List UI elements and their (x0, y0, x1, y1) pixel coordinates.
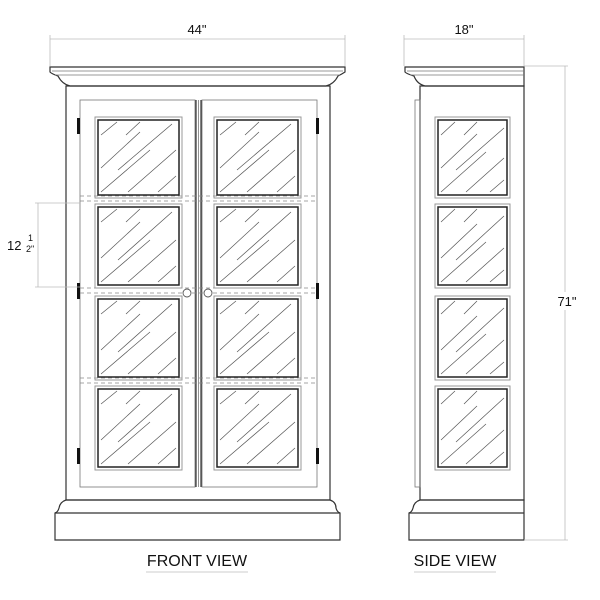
side-crown-molding (404, 66, 525, 87)
hinge-icon (316, 118, 319, 134)
depth-dimension: 18" (403, 22, 525, 66)
right-door-glass-panels (213, 116, 302, 471)
front-crown-molding (49, 66, 346, 87)
side-glass-panels (434, 116, 511, 471)
height-label: 71" (557, 294, 576, 309)
panel-height-frac-num: 1 (28, 233, 33, 243)
knob-icon (182, 288, 192, 298)
panel-height-frac-den: 2" (26, 244, 34, 254)
hinge-icon (77, 118, 80, 134)
knob-icon (203, 288, 213, 298)
left-door-glass-panels (94, 116, 183, 471)
depth-label: 18" (454, 22, 473, 37)
hinge-icon (77, 283, 80, 299)
width-dimension: 44" (49, 22, 346, 66)
front-view: 44" (7, 22, 346, 573)
glass-reflection-hatching (100, 121, 296, 465)
hinge-icon (316, 283, 319, 299)
side-view: 18" (403, 22, 579, 573)
panel-height-whole: 12 (7, 238, 21, 253)
side-glass-hatching (440, 121, 505, 465)
side-door-edge (414, 99, 421, 488)
panel-height-dimension: 12 1 2" (7, 202, 80, 288)
front-view-label: FRONT VIEW (147, 553, 248, 570)
hinge-icon (316, 448, 319, 464)
side-base-plinth (408, 499, 525, 541)
width-label: 44" (187, 22, 206, 37)
front-base-plinth (54, 499, 341, 541)
hinge-icon (77, 448, 80, 464)
side-view-label: SIDE VIEW (414, 553, 498, 570)
height-dimension: 71" (524, 65, 579, 541)
